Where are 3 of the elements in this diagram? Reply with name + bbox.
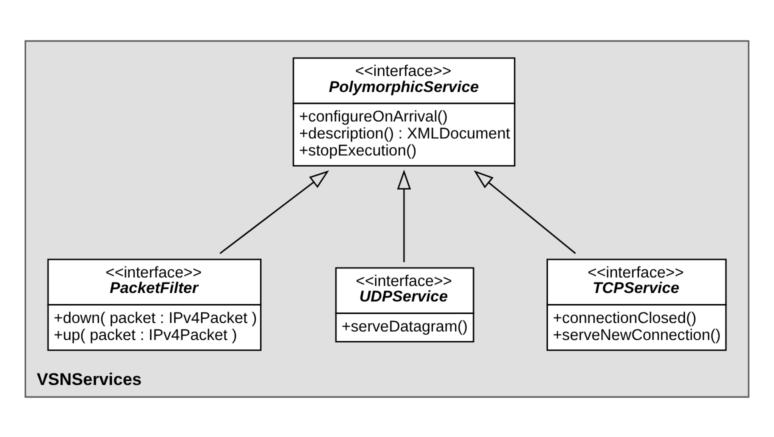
arrow [474,170,576,254]
arrow [397,169,411,262]
arrow [220,170,330,254]
